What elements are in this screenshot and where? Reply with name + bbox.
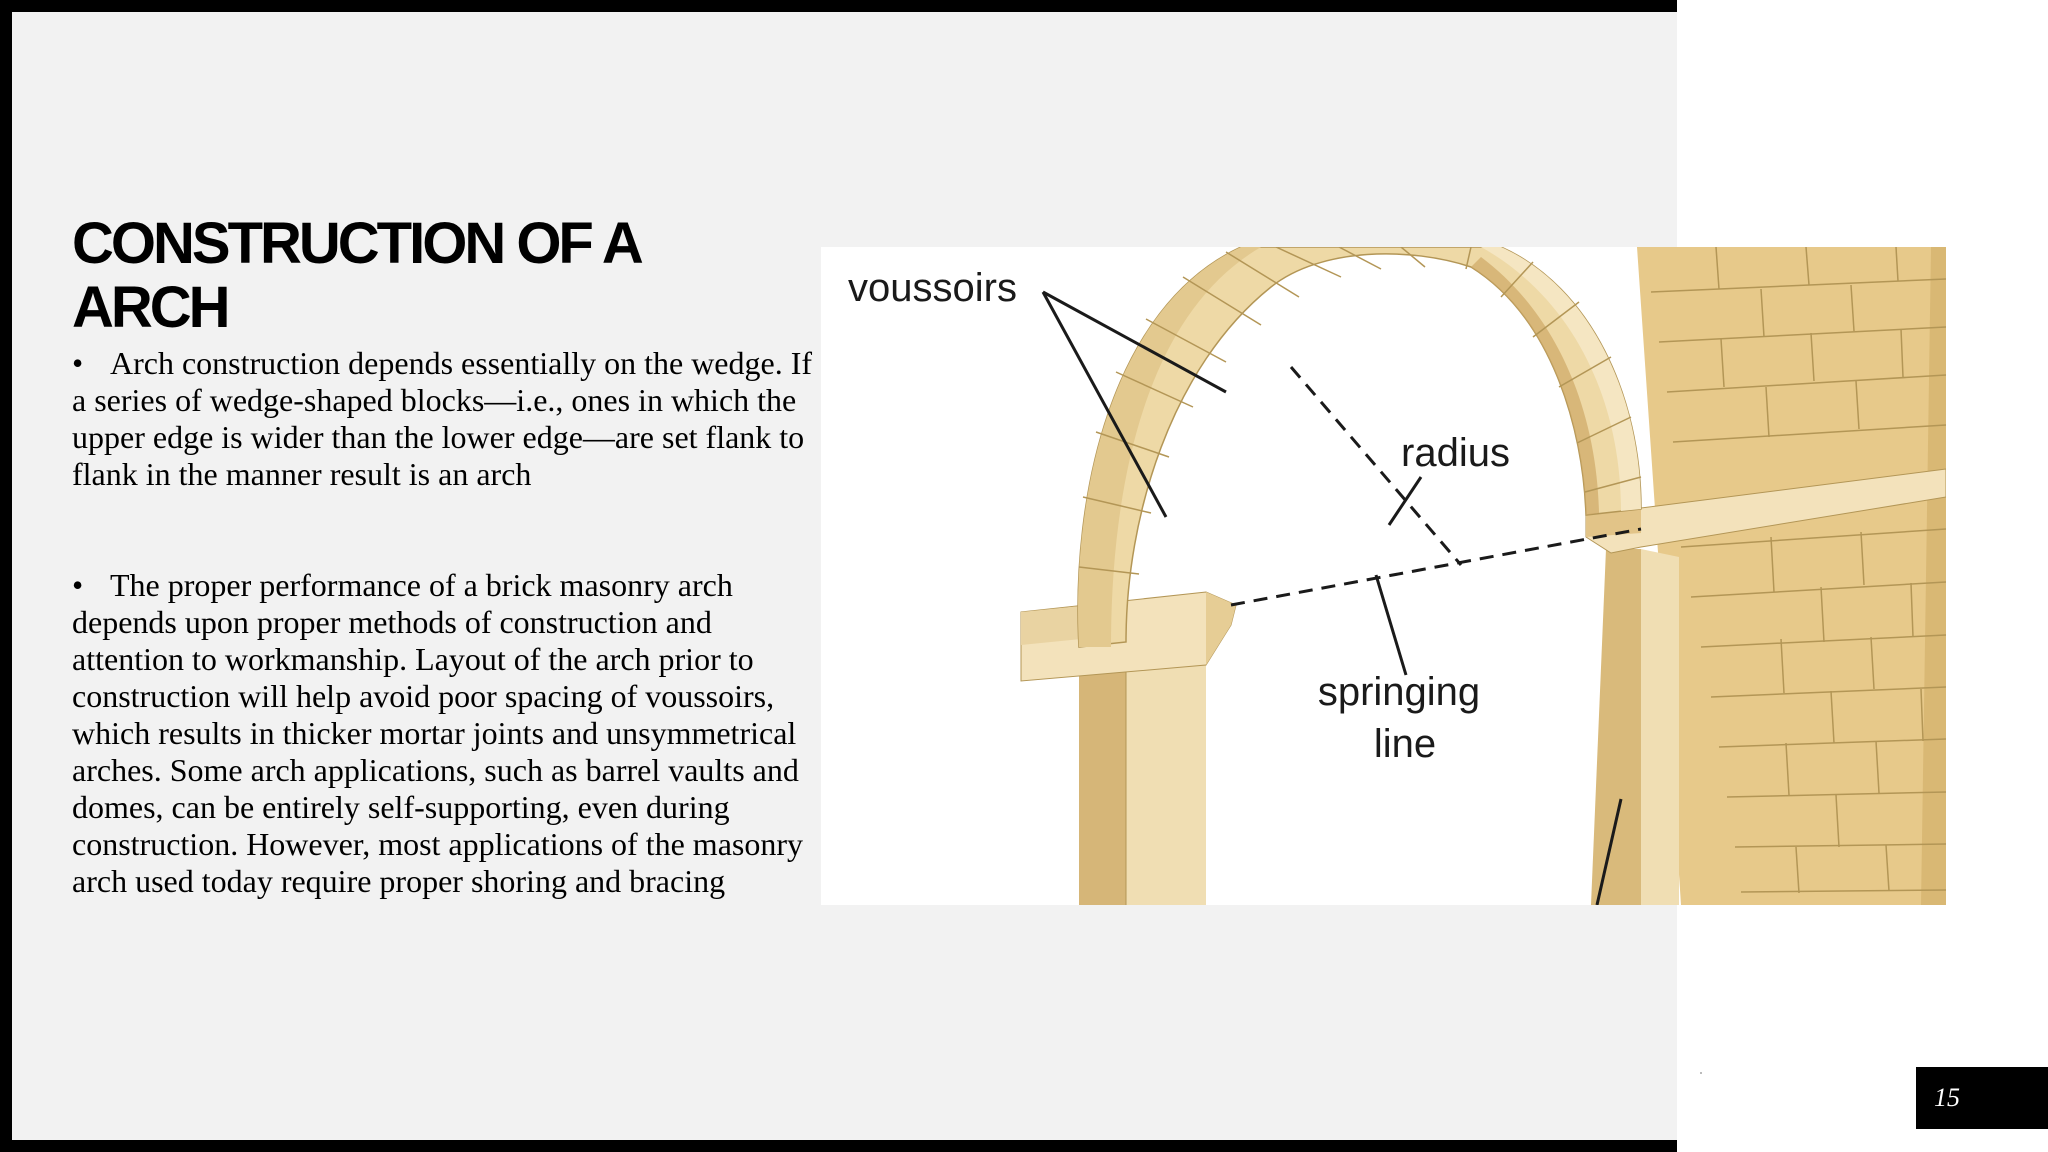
label-springing: springing (1318, 670, 1480, 714)
arch-ring (1077, 247, 1642, 648)
arch-diagram: voussoirs radius springing line (821, 247, 1946, 905)
right-pier (1591, 549, 1679, 905)
bullet-text: The proper performance of a brick masonr… (72, 567, 803, 899)
slide-number: 15 (1934, 1083, 1960, 1112)
label-radius: radius (1401, 431, 1510, 475)
bullet-marker: • (72, 345, 84, 381)
dashed-lines (1230, 366, 1642, 607)
label-voussoirs: voussoirs (848, 266, 1017, 310)
right-impost (1585, 468, 1946, 554)
top-border (0, 0, 1677, 12)
bullet-point-2: •The proper performance of a brick mason… (72, 567, 812, 900)
slide-number-box: 15 (1916, 1067, 2048, 1129)
left-border (0, 0, 12, 1152)
bottom-border (0, 1140, 1677, 1152)
slide-title: CONSTRUCTION OF A ARCH (72, 211, 642, 340)
bullet-text: Arch construction depends essentially on… (72, 345, 813, 492)
brick-wall (1637, 247, 1946, 905)
leader-lines (1041, 290, 1623, 905)
left-springer (1206, 592, 1236, 665)
left-pier (1079, 625, 1206, 905)
slide-body: •Arch construction depends essentially o… (72, 345, 812, 974)
tiny-mark (1700, 1072, 1702, 1074)
label-line: line (1374, 722, 1436, 766)
bullet-point-1: •Arch construction depends essentially o… (72, 345, 812, 493)
bullet-marker: • (72, 567, 84, 603)
